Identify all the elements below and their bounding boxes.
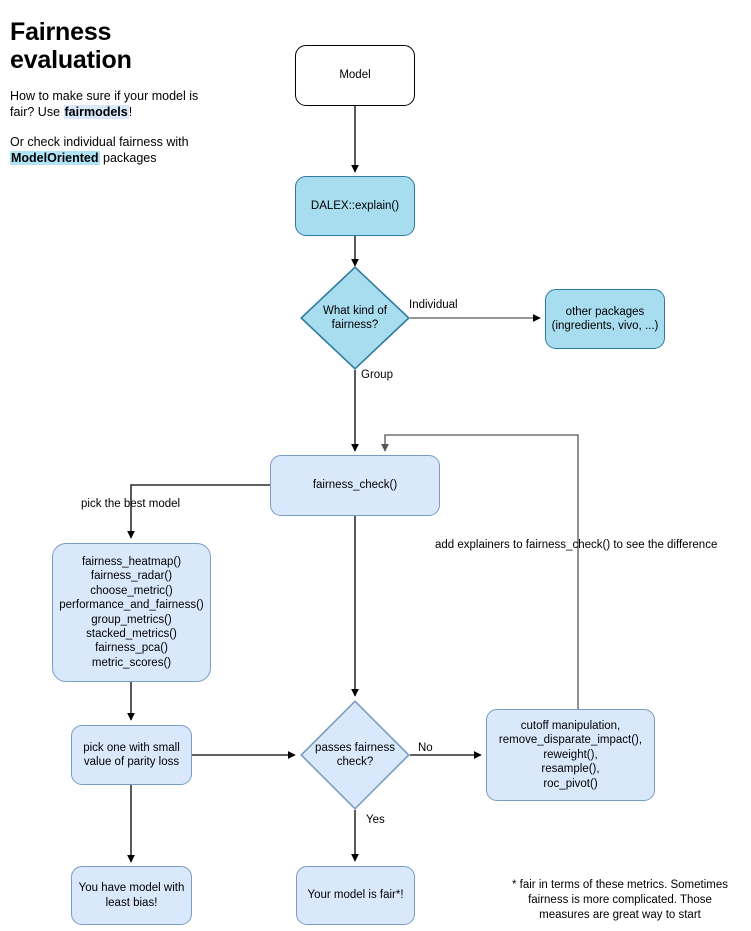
node-model-is-fair-result[interactable]: Your model is fair*! [296, 866, 415, 925]
intro-paragraph-1: How to make sure if your model is fair? … [10, 88, 225, 120]
footnote-line-1: * fair in terms of these metrics. Someti… [511, 879, 728, 891]
node-least-bias-line2: least bias! [105, 896, 158, 909]
node-fairness-check[interactable]: fairness_check() [270, 455, 440, 516]
node-least-bias-result[interactable]: You have model with least bias! [71, 866, 192, 925]
node-model-label: Model [339, 69, 371, 82]
edge-label-add-explainers: add explainers to fairness_check() to se… [435, 539, 718, 551]
node-model[interactable]: Model [295, 45, 415, 106]
mitigation-item: roc_pivot() [543, 777, 598, 790]
footnote-line-3: measures are great way to start [539, 909, 701, 922]
node-least-bias-line1: You have model with [78, 882, 185, 895]
mitigation-item: reweight(), [543, 748, 598, 761]
function-name: metric_scores() [91, 656, 172, 669]
footnote-text: * fair in terms of these metrics. Someti… [495, 878, 745, 924]
function-name: fairness_pca() [95, 642, 168, 655]
mitigation-item: remove_disparate_impact(), [498, 734, 643, 747]
footnote-line-2: fairness is more complicated. Those [528, 894, 712, 907]
edge-label-yes: Yes [366, 814, 385, 826]
node-fairness-check-label: fairness_check() [312, 479, 398, 492]
mitigation-item: resample(), [541, 763, 600, 776]
function-name: fairness_radar() [90, 570, 173, 583]
node-dalex-explain-label: DALEX::explain() [310, 199, 400, 212]
decision-passes-fairness-check[interactable]: passes fairness check? [300, 700, 410, 810]
intro-text-block: Fairness evaluation How to make sure if … [10, 18, 225, 180]
intro-p2-text-a: Or check individual fairness with [10, 135, 189, 149]
fairmodels-highlight: fairmodels [63, 105, 129, 119]
node-fairness-functions-list[interactable]: fairness_heatmap() fairness_radar() choo… [52, 543, 211, 682]
intro-p1-text-b: ! [128, 105, 133, 119]
decision-what-kind-of-fairness[interactable]: What kind of fairness? [300, 266, 410, 370]
node-dalex-explain[interactable]: DALEX::explain() [295, 176, 415, 236]
edge-label-individual: Individual [409, 299, 458, 311]
modeloriented-highlight: ModelOriented [10, 151, 100, 165]
node-other-packages[interactable]: other packages (ingredients, vivo, ...) [545, 289, 665, 349]
node-bias-mitigation-methods[interactable]: cutoff manipulation, remove_disparate_im… [486, 709, 655, 801]
edge-label-pick-the-best-model: pick the best model [81, 498, 181, 510]
node-other-packages-line1: other packages [565, 305, 645, 318]
node-model-is-fair-label: Your model is fair*! [307, 889, 404, 902]
function-name: performance_and_fairness() [59, 599, 204, 612]
edge-label-group: Group [361, 369, 393, 381]
node-pick-one-line2: value of parity loss [83, 756, 180, 768]
node-pick-one-small-parity-loss[interactable]: pick one with small value of parity loss [71, 725, 192, 785]
function-name: stacked_metrics() [86, 627, 177, 640]
function-name: choose_metric() [90, 584, 173, 597]
node-other-packages-line2: (ingredients, vivo, ...) [551, 320, 659, 332]
edge-label-no: No [418, 742, 433, 754]
function-name: fairness_heatmap() [81, 555, 182, 568]
diamond-shape-fairness-kind [300, 266, 410, 370]
intro-p1-text-a: How to make sure if your model is fair? … [10, 89, 199, 119]
intro-paragraph-2: Or check individual fairness with ModelO… [10, 134, 225, 166]
mitigation-item: cutoff manipulation, [520, 719, 621, 732]
intro-p2-text-b: packages [99, 151, 157, 165]
diamond-shape-passes-check [300, 700, 410, 810]
node-pick-one-line1: pick one with small [83, 741, 180, 754]
page-title: Fairness evaluation [10, 18, 132, 74]
function-name: group_metrics() [91, 613, 172, 626]
